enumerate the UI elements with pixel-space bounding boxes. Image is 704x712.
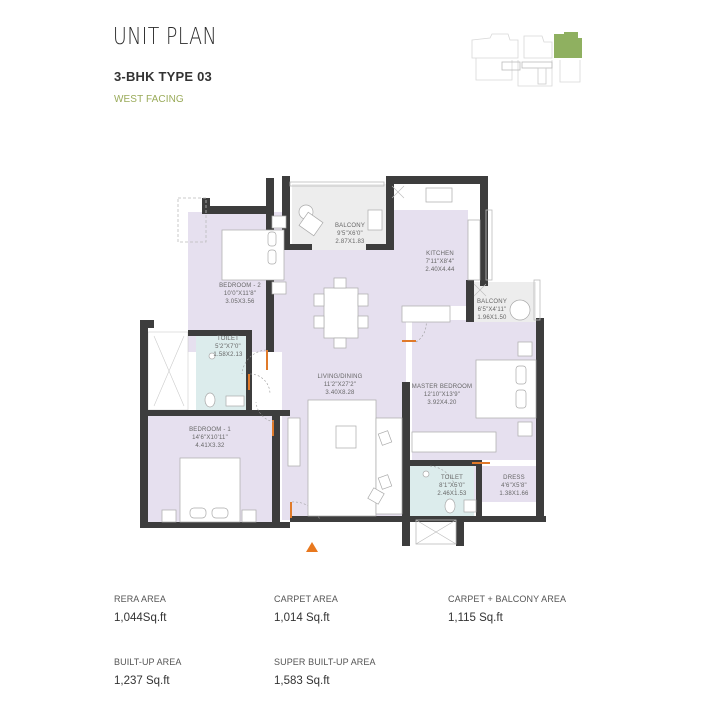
room-dress: DRESS 4'6"X5'8" 1.38X1.66 bbox=[499, 475, 529, 497]
room-bedroom-1: BEDROOM - 1 14'6"X10'11" 4.41X3.32 bbox=[189, 427, 231, 449]
stat-carpet-balcony-area: CARPET + BALCONY AREA 1,115 Sq.ft bbox=[448, 594, 567, 624]
furniture bbox=[161, 187, 537, 523]
room-toilet-right: TOILET 8'1"X5'0" 2.46X1.53 bbox=[437, 475, 467, 497]
room-labels: BALCONY 9'5"X6'0" 2.87X1.83 KITCHEN 7'11… bbox=[130, 170, 570, 560]
windows bbox=[177, 181, 541, 545]
room-balcony-right: BALCONY 6'5"X4'11" 1.96X1.50 bbox=[476, 299, 508, 321]
stat-built-up-area: BUILT-UP AREA 1,237 Sq.ft bbox=[114, 657, 182, 687]
floor-plan bbox=[140, 176, 546, 552]
facing-label: WEST FACING bbox=[114, 94, 184, 105]
room-master-bedroom: MASTER BEDROOM 12'10"X13'9" 3.92X4.20 bbox=[411, 384, 473, 406]
room-bedroom-2: BEDROOM - 2 10'0"X11'8" 3.05X3.56 bbox=[219, 283, 261, 305]
room-living-dining: LIVING/DINING 11'2"X27'2" 3.40X8.28 bbox=[317, 374, 363, 396]
stat-carpet-area: CARPET AREA 1,014 Sq.ft bbox=[274, 594, 338, 624]
page-title: UNIT PLAN bbox=[113, 24, 218, 50]
entrance-arrow-icon bbox=[306, 542, 318, 552]
stat-super-built-up-area: SUPER BUILT-UP AREA 1,583 Sq.ft bbox=[274, 657, 376, 687]
room-toilet-left: TOILET 5'2"X7'0" 1.58X2.13 bbox=[213, 336, 243, 358]
door-accents bbox=[248, 340, 490, 518]
key-plan-building-icon bbox=[471, 32, 582, 87]
room-balcony-top: BALCONY 9'5"X6'0" 2.87X1.83 bbox=[334, 223, 366, 245]
unit-type: 3-BHK TYPE 03 bbox=[114, 69, 212, 84]
room-kitchen: KITCHEN 7'11"X8'4" 2.40X4.44 bbox=[425, 251, 455, 273]
stat-rera-area: RERA AREA 1,044Sq.ft bbox=[114, 594, 167, 624]
